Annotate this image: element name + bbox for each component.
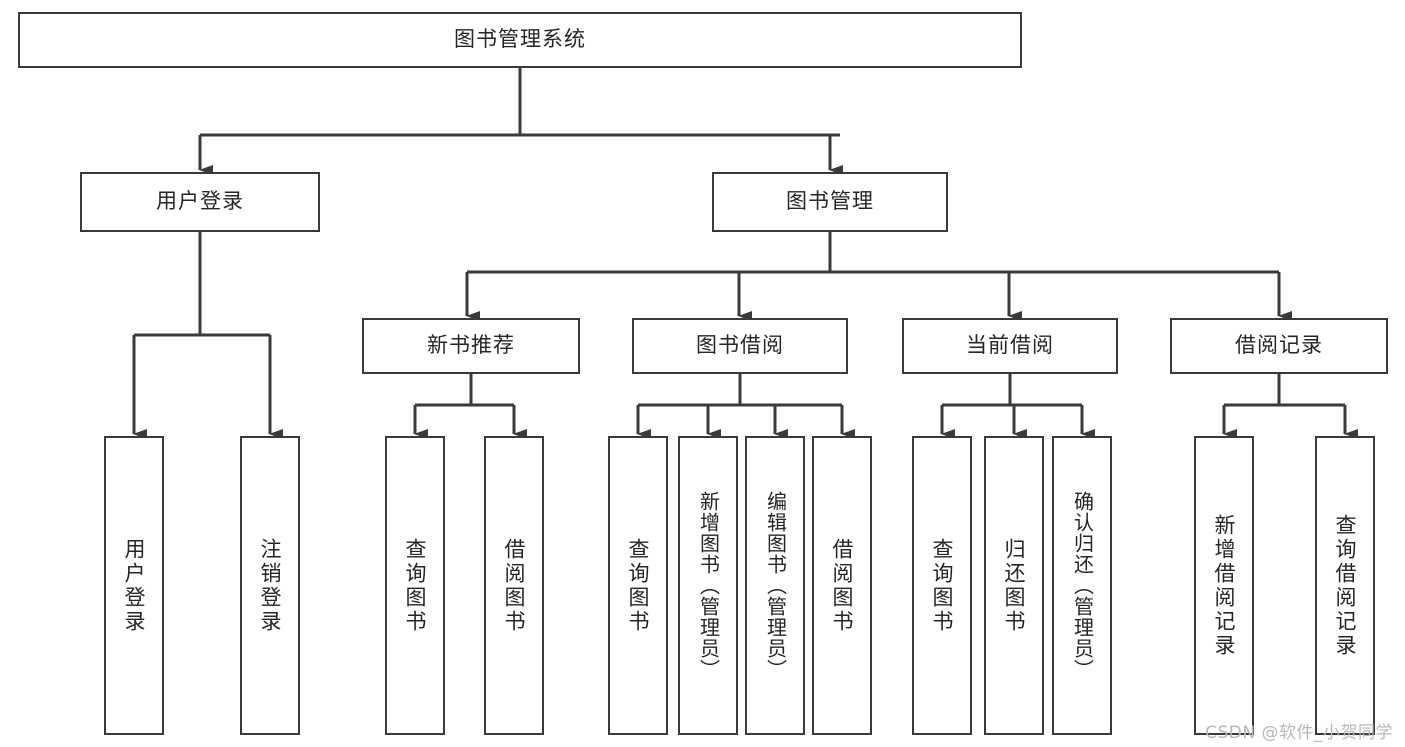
watermark-text: CSDN @软件_小贺同学 (1205, 723, 1393, 743)
leaf-add-borrow-record[interactable]: 新增借阅记录 (1194, 436, 1254, 735)
node-borrow-record[interactable]: 借阅记录 (1170, 318, 1388, 374)
leaf-borrow-book-recommend[interactable]: 借阅图书 (484, 436, 544, 735)
leaf-edit-book-admin[interactable]: 编辑图书（管理员） (745, 436, 805, 735)
node-new-book-recommend[interactable]: 新书推荐 (362, 318, 580, 374)
leaf-query-borrow-record[interactable]: 查询借阅记录 (1315, 436, 1375, 735)
leaf-confirm-return-admin[interactable]: 确认归还（管理员） (1052, 436, 1112, 735)
leaf-user-logout[interactable]: 注销登录 (240, 436, 300, 735)
node-book-management[interactable]: 图书管理 (712, 172, 948, 232)
node-user-login[interactable]: 用户登录 (80, 172, 320, 232)
node-current-borrow[interactable]: 当前借阅 (902, 318, 1118, 374)
node-root[interactable]: 图书管理系统 (18, 12, 1022, 68)
leaf-query-book-current[interactable]: 查询图书 (912, 436, 972, 735)
leaf-query-book-borrow[interactable]: 查询图书 (608, 436, 668, 735)
leaf-return-book[interactable]: 归还图书 (984, 436, 1044, 735)
leaf-add-book-admin[interactable]: 新增图书（管理员） (678, 436, 738, 735)
node-book-borrow[interactable]: 图书借阅 (632, 318, 848, 374)
leaf-user-login[interactable]: 用户登录 (104, 436, 164, 735)
leaf-borrow-book[interactable]: 借阅图书 (812, 436, 872, 735)
leaf-query-book-recommend[interactable]: 查询图书 (385, 436, 445, 735)
